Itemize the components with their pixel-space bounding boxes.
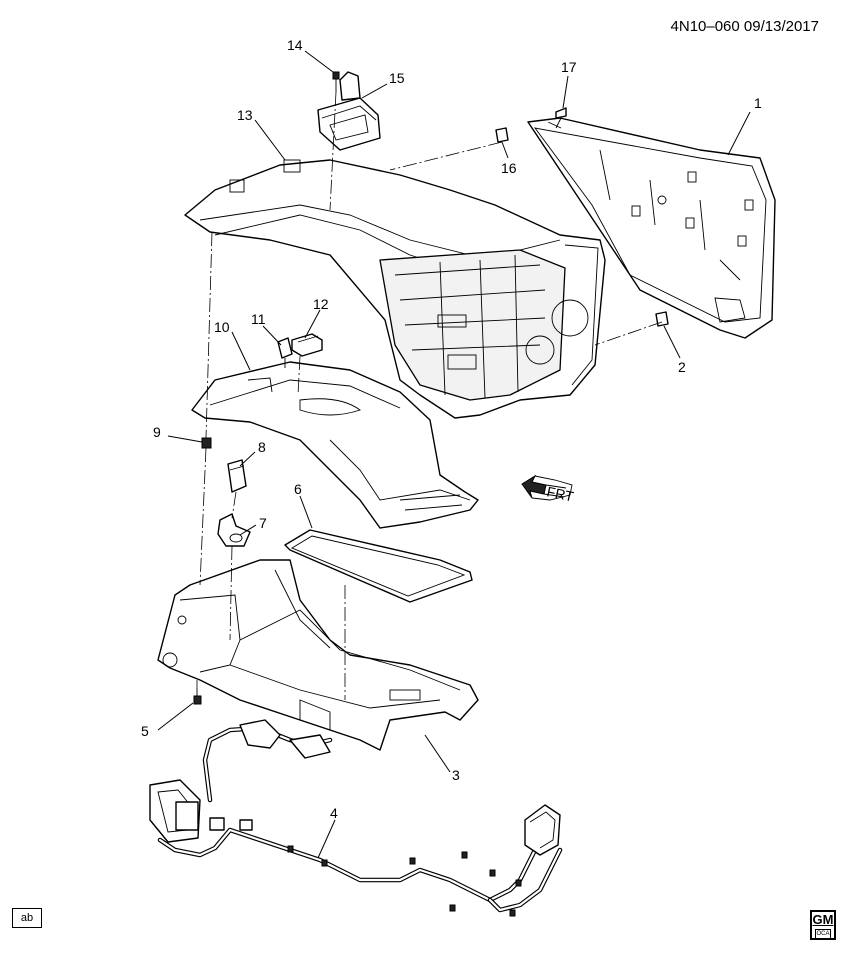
callout-9: 9: [153, 424, 161, 440]
gm-logo: GM OCA: [810, 910, 836, 940]
callout-8: 8: [258, 439, 266, 455]
callout-13: 13: [237, 107, 253, 123]
part-10-lower-trim: [191, 361, 479, 529]
front-direction-label: FRT: [545, 483, 575, 504]
callout-6: 6: [294, 481, 302, 497]
part-8-connector: [227, 459, 247, 493]
part-3-console-base: [157, 559, 479, 751]
part-5-bolt: [193, 688, 202, 705]
part-17-screw: [555, 107, 567, 129]
callout-17: 17: [561, 59, 577, 75]
callout-5: 5: [141, 723, 149, 739]
part-14-bolt: [332, 71, 340, 92]
callout-11: 11: [251, 311, 266, 327]
callout-3: 3: [452, 767, 460, 783]
part-13-console-bracket: [184, 159, 606, 419]
callout-12: 12: [313, 296, 329, 312]
callout-2: 2: [678, 359, 686, 375]
diagram-code: 4N10–060 09/13/2017: [670, 18, 819, 35]
part-7-bracket: [217, 513, 251, 547]
part-9-fastener: [201, 437, 212, 449]
part-12-bracket: [291, 333, 323, 357]
callout-1: 1: [754, 95, 762, 111]
alignment-lines: [196, 91, 663, 700]
part-4-wiring-harness: [149, 719, 563, 917]
part-15-knob-assembly: [317, 71, 381, 151]
part-16-clip: [495, 127, 509, 143]
callout-4: 4: [330, 805, 338, 821]
part-2-clip: [655, 311, 669, 327]
part-1-side-panel: [527, 117, 776, 339]
callout-14: 14: [287, 37, 303, 53]
callout-15: 15: [389, 70, 405, 86]
front-direction-arrow-icon: FRT: [521, 474, 576, 505]
gm-logo-text: GM: [812, 912, 834, 927]
callout-10: 10: [214, 319, 230, 335]
callout-16: 16: [501, 160, 517, 176]
callout-labels: 1 2 3 4 5 6 7 8 9 10 11 12 13 14 15 16 1…: [141, 37, 762, 821]
ab-label: ab: [12, 908, 42, 928]
part-11-clip: [277, 337, 293, 368]
callout-leaders: [157, 50, 751, 859]
callout-7: 7: [259, 515, 267, 531]
part-6-mat: [284, 529, 473, 603]
gm-logo-subtext: OCA: [815, 929, 831, 939]
